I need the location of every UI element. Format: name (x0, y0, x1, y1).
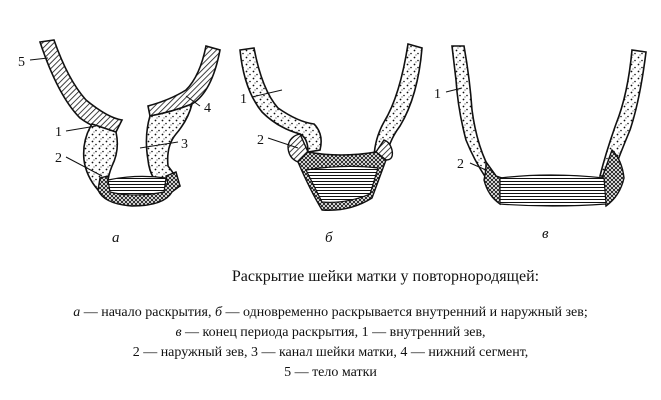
caption-letter-b: б (214, 305, 222, 320)
fig-a-label-4: 4 (204, 101, 211, 116)
caption-letter-a: а (73, 305, 81, 320)
caption-body: а — начало раскрытия, б — одновременно р… (0, 303, 661, 383)
fig-b-right-wall (373, 42, 423, 161)
fig-a-left-cervix (82, 123, 119, 192)
caption-line-2: в — конец периода раскрытия, 1 — внутрен… (0, 323, 661, 343)
fig-a-right-cervix (145, 102, 194, 193)
fig-c-label-2: 2 (457, 157, 464, 172)
fig-b-label-1: 1 (240, 92, 247, 107)
fig-c-right-wall (598, 49, 647, 177)
fig-c-letter: в (542, 226, 549, 242)
fig-a-label-3: 3 (181, 137, 188, 152)
caption-line-1-part-1: — начало раскрытия, (80, 305, 215, 320)
fig-b-mucus (305, 165, 379, 203)
fig-c-right-lip (601, 148, 625, 208)
caption-line-4: 5 — тело матки (284, 365, 377, 380)
fig-a-label-1: 1 (55, 125, 62, 140)
fig-a-letter: а (112, 230, 120, 246)
caption-letter-v: в (175, 325, 182, 340)
fig-a-left-body (38, 39, 124, 133)
caption-line-1-part-2: — одновременно раскрывается внутренний и… (222, 305, 588, 320)
figure-a: 5 1 2 3 4 а (18, 39, 221, 246)
fig-b-letter: б (325, 230, 333, 246)
fig-b-left-wall (239, 47, 322, 153)
fig-a-mucus (107, 175, 167, 196)
figure-c: 1 2 в (434, 45, 647, 242)
fig-a-label-5: 5 (18, 55, 25, 70)
caption-title: Раскрытие шейки матки у повторнородящей: (231, 268, 540, 285)
fig-a-label-2: 2 (55, 151, 62, 166)
fig-c-mucus (499, 174, 607, 207)
fig-c-label-1: 1 (434, 87, 441, 102)
figure-b: 1 2 б (239, 42, 423, 246)
caption-line-3: 2 — наружный зев, 3 — канал шейки матки,… (132, 345, 529, 360)
diagrams: 5 1 2 3 4 а 1 2 б (18, 39, 647, 246)
caption-line-2-text: — конец периода раскрытия, 1 — внутренни… (181, 325, 486, 340)
fig-b-label-2: 2 (257, 133, 264, 148)
fig-c-left-lip (483, 159, 503, 206)
caption-line-1: а — начало раскрытия, б — одновременно р… (0, 303, 661, 323)
